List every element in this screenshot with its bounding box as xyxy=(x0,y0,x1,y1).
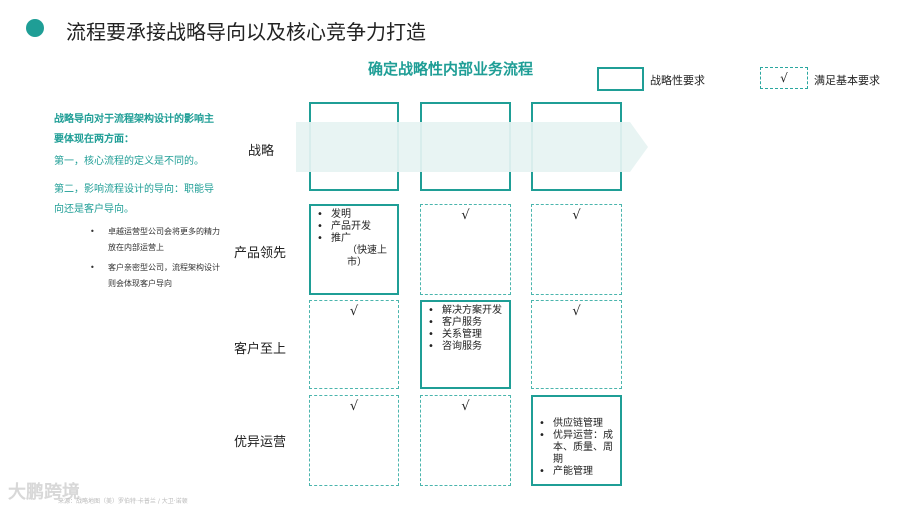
list-item: 关系管理 xyxy=(428,329,502,341)
list-item-note: （快速上市） xyxy=(347,245,387,268)
legend-dashed-label: 满足基本要求 xyxy=(814,74,880,87)
row-label-customer: 客户至上 xyxy=(234,342,287,357)
list-item: 供应链管理 xyxy=(539,418,619,430)
cell-product-3: √ xyxy=(531,204,622,295)
list-item: 客户服务 xyxy=(428,317,502,329)
row-label-product: 产品领先 xyxy=(234,246,287,261)
check-mark: √ xyxy=(572,208,581,223)
strategy-arrow xyxy=(296,122,648,172)
cell-operation-2: √ xyxy=(420,395,511,486)
list-item: 发明 xyxy=(317,209,397,221)
legend-dashed-swatch: √ xyxy=(760,67,808,89)
cell-customer-2: 解决方案开发 客户服务 关系管理 咨询服务 xyxy=(420,300,511,389)
list-item: 咨询服务 xyxy=(428,341,502,353)
cell-product-1-list: 发明 产品开发 推广 （快速上市） xyxy=(317,209,397,269)
list-item: 解决方案开发 xyxy=(428,305,502,317)
list-item: 产能管理 xyxy=(539,466,619,478)
cell-operation-1: √ xyxy=(309,395,399,486)
title-bullet-dot xyxy=(26,19,44,37)
intro-bullet: 卓越运营型公司会将更多的精力放在内部运营上 xyxy=(90,224,220,256)
cell-product-1: 发明 产品开发 推广 （快速上市） xyxy=(309,204,399,295)
watermark-logo: 大鹏跨境 xyxy=(8,482,80,503)
legend-solid-swatch xyxy=(597,67,644,91)
cell-customer-3: √ xyxy=(531,300,622,389)
legend-solid-label: 战略性要求 xyxy=(650,74,705,87)
cell-customer-1: √ xyxy=(309,300,399,389)
check-mark: √ xyxy=(349,304,359,319)
list-item: 产品开发 xyxy=(317,221,397,233)
row-label-operation: 优异运营 xyxy=(234,435,287,450)
check-mark: √ xyxy=(572,304,581,319)
intro-bullet-list: 卓越运营型公司会将更多的精力放在内部运营上 客户亲密型公司，流程架构设计则会体现… xyxy=(90,224,220,296)
cell-operation-3-list: 供应链管理 优异运营：成本、质量、周期 产能管理 xyxy=(539,418,619,478)
page-title: 流程要承接战略导向以及核心竞争力打造 xyxy=(66,20,426,44)
check-mark: √ xyxy=(461,399,470,414)
cell-operation-3: 供应链管理 优异运营：成本、质量、周期 产能管理 xyxy=(531,395,622,486)
row-label-strategy: 战略 xyxy=(248,144,275,159)
check-mark: √ xyxy=(461,208,470,223)
list-item: 推广 xyxy=(317,233,397,245)
section-subtitle: 确定战略性内部业务流程 xyxy=(368,60,534,78)
watermark-source-text: 来源：战略地图（美）罗伯特·卡普兰 / 大卫·诺顿 xyxy=(58,498,188,505)
cell-customer-2-list: 解决方案开发 客户服务 关系管理 咨询服务 xyxy=(428,305,502,353)
list-item: 优异运营：成本、质量、周期 xyxy=(539,430,619,466)
cell-product-2: √ xyxy=(420,204,511,295)
intro-point-2: 第二，影响流程设计的导向：职能导向还是客户导向。 xyxy=(54,184,214,215)
intro-heading: 战略导向对于流程架构设计的影响主要体现在两方面： xyxy=(54,114,214,145)
intro-bullet: 客户亲密型公司，流程架构设计则会体现客户导向 xyxy=(90,260,220,292)
intro-point-1: 第一，核心流程的定义是不同的。 xyxy=(54,156,204,167)
check-mark: √ xyxy=(349,399,359,414)
